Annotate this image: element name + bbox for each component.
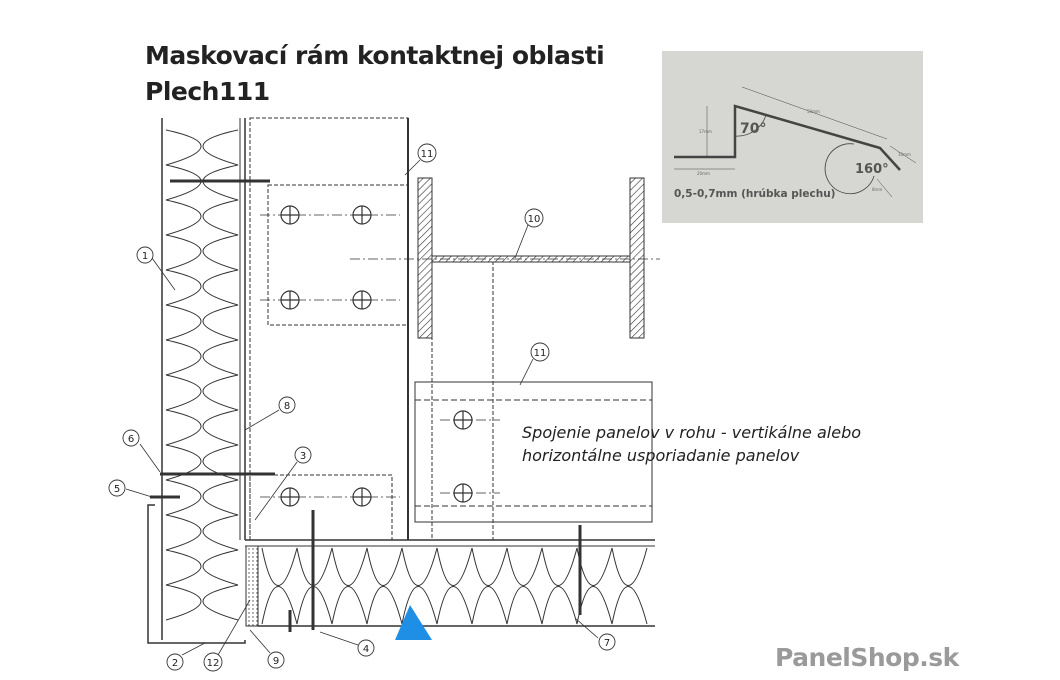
vertical-wall-panel xyxy=(161,118,246,640)
blue-marker-arrow xyxy=(395,605,432,640)
angle-160: 160° xyxy=(855,162,889,177)
svg-text:8: 8 xyxy=(284,401,290,412)
corner-flashing xyxy=(147,504,246,644)
dim-17mm: 17mm xyxy=(699,129,712,134)
panelshop-logo: PanelShop.sk xyxy=(775,643,959,672)
corner-filler xyxy=(245,545,259,627)
beam-flange-right xyxy=(629,177,645,339)
horizontal-wall-panel xyxy=(245,539,655,627)
bolt-plate-lower xyxy=(249,474,393,541)
svg-text:12: 12 xyxy=(207,658,220,669)
title-line-2: Plech111 xyxy=(145,77,270,106)
callout-5: 5 xyxy=(108,479,126,497)
title-line-1: Maskovací rám kontaktnej oblasti xyxy=(145,41,605,70)
diagram-caption: Spojenie panelov v rohu - vertikálne ale… xyxy=(522,421,861,467)
callout-3: 3 xyxy=(294,446,312,464)
callout-10: 10 xyxy=(524,208,544,228)
caption-line-1: Spojenie panelov v rohu - vertikálne ale… xyxy=(522,423,862,442)
callout-8: 8 xyxy=(278,396,296,414)
dim-8mm: 8mm xyxy=(872,187,882,192)
svg-text:3: 3 xyxy=(300,451,306,462)
svg-text:7: 7 xyxy=(604,638,610,649)
svg-text:11: 11 xyxy=(421,149,434,160)
svg-text:4: 4 xyxy=(363,644,369,655)
logo-brand: PanelShop xyxy=(775,643,920,672)
callout-4: 4 xyxy=(357,639,375,657)
svg-text:10: 10 xyxy=(528,214,541,225)
bolt-plate-upper xyxy=(267,184,409,326)
logo-tld: .sk xyxy=(919,643,959,672)
callout-2: 2 xyxy=(166,653,184,671)
secondary-beam xyxy=(414,381,653,523)
steel-column xyxy=(249,117,409,541)
profile-drawing: 70° 160° 17mm 20mm 50mm 10mm 8mm xyxy=(674,86,917,198)
caption-line-2: horizontálne usporiadanie panelov xyxy=(522,446,800,465)
callout-11-top: 11 xyxy=(417,143,437,163)
svg-text:2: 2 xyxy=(172,658,178,669)
svg-text:1: 1 xyxy=(142,251,148,262)
bolt-holes xyxy=(280,205,473,507)
svg-text:5: 5 xyxy=(114,484,120,495)
callout-11-bottom: 11 xyxy=(530,342,550,362)
fasteners xyxy=(150,179,582,632)
dim-20mm: 20mm xyxy=(697,171,710,176)
dim-10mm: 10mm xyxy=(898,152,911,157)
beam-flange-left xyxy=(417,177,433,339)
svg-text:6: 6 xyxy=(128,434,134,445)
flashing-profile-inset: 70° 160° 17mm 20mm 50mm 10mm 8mm 0,5-0,7… xyxy=(662,51,923,223)
callout-9: 9 xyxy=(267,651,285,669)
connection-plate xyxy=(431,261,494,541)
callout-12: 12 xyxy=(203,652,223,672)
angle-70: 70° xyxy=(740,121,766,137)
page-title: Maskovací rám kontaktnej oblasti Plech11… xyxy=(145,38,605,110)
callout-6: 6 xyxy=(122,429,140,447)
callout-7: 7 xyxy=(598,633,616,651)
svg-text:9: 9 xyxy=(273,656,279,667)
sheet-thickness-note: 0,5-0,7mm (hrúbka plechu) xyxy=(674,188,836,200)
dim-50mm: 50mm xyxy=(807,109,820,114)
svg-text:11: 11 xyxy=(534,348,547,359)
callout-1: 1 xyxy=(136,246,154,264)
